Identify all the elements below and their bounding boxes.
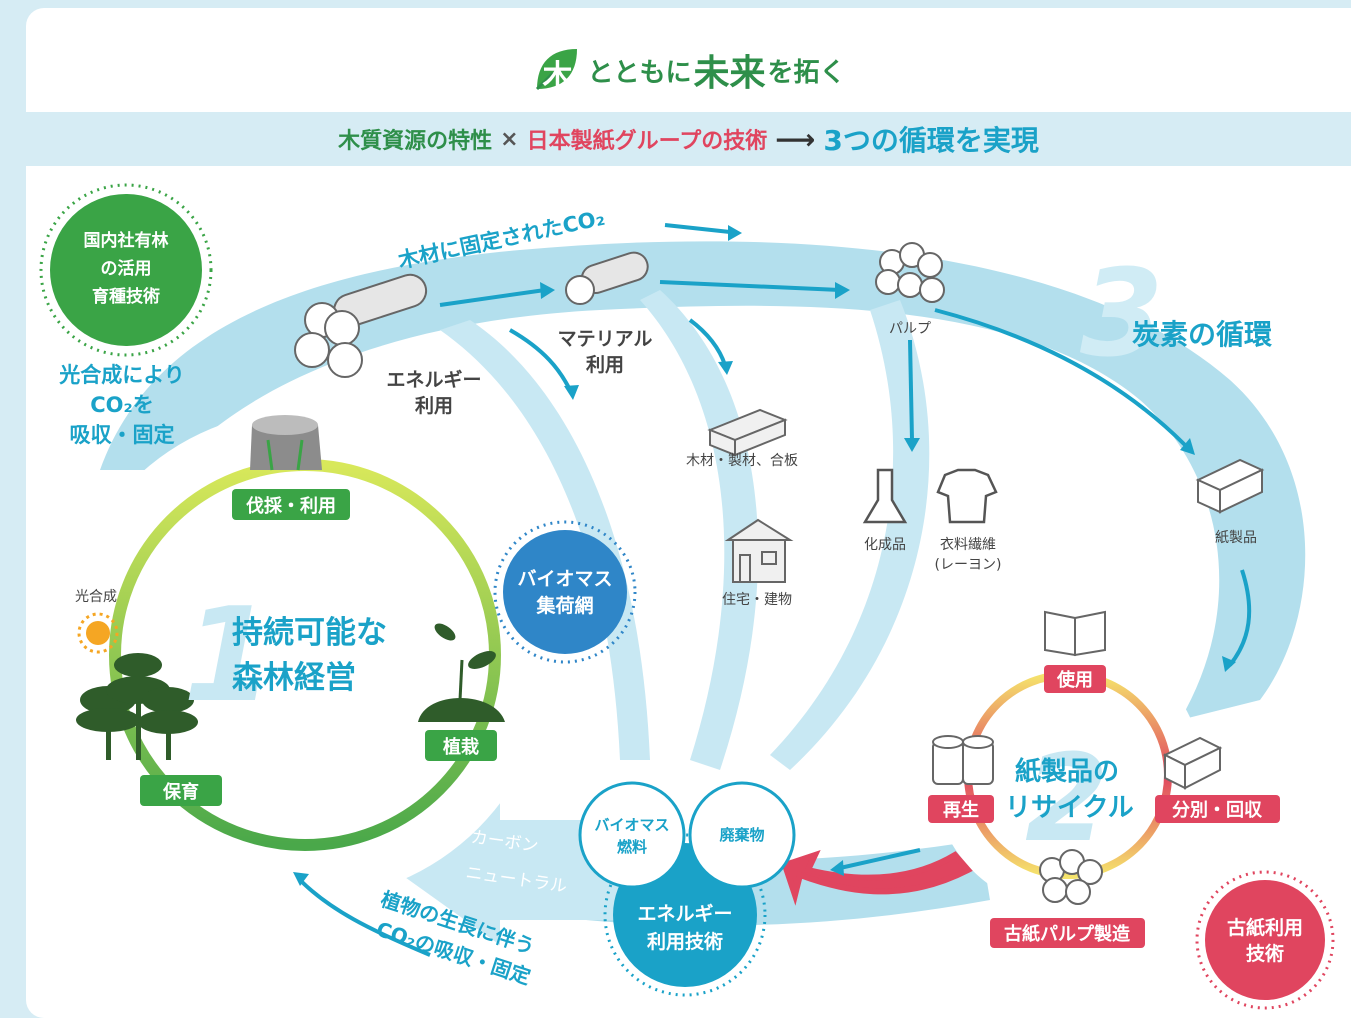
use-pill: [1044, 665, 1106, 693]
wastepaper-tech-line-1: 古紙利用: [1227, 916, 1303, 939]
photosynthesis-line-3: 吸収・固定: [70, 423, 175, 447]
use-label: 使用: [1056, 670, 1093, 691]
harvest-pill: [232, 489, 350, 520]
branch-band-2: [640, 290, 759, 770]
subtitle-resource: 木質資源の特性: [338, 129, 493, 154]
sun-icon: [77, 612, 119, 654]
biomass-fuel-line-2: 燃料: [617, 838, 647, 856]
waste-label: 廃棄物: [719, 826, 764, 844]
trees-icon: [76, 653, 198, 760]
energy-use-line-2: 利用: [415, 395, 453, 417]
page-title: 木 とともに 未来 を拓く: [26, 40, 1351, 100]
pulp-manufacture-label: 古紙パルプ製造: [1004, 923, 1130, 945]
cycle-diagram: 3 1 2 国内社有林 の活用 育種技術 光合成により CO₂を 吸収・固定 木…: [39, 183, 1335, 1010]
biomass-network-line-1: バイオマス: [517, 568, 612, 590]
energy-use-line-1: エネルギー: [386, 369, 481, 391]
title-part-1: とともに: [587, 57, 692, 88]
lumber-label: 木材・製材、合板: [686, 453, 798, 469]
shirt-icon: [936, 468, 998, 524]
photosynthesis-line-2: CO₂を: [90, 393, 153, 417]
forest-badge: [46, 190, 206, 350]
photosynthesis-line-1: 光合成により: [58, 363, 185, 387]
subtitle-result: 3つの循環を実現: [823, 124, 1039, 157]
leaf-logo-icon: 木: [531, 45, 581, 95]
clothing-line-1: 衣料繊維: [940, 537, 996, 553]
clothing-line-2: (レーヨン): [935, 557, 1002, 573]
log-pile-icon: [294, 273, 428, 378]
planting-label: 植栽: [443, 736, 479, 758]
energy-tech-line-1: エネルギー: [637, 903, 732, 925]
branch-band-1: [440, 320, 650, 760]
title-part-3: を拓く: [767, 57, 846, 88]
subtitle-arrow: ⟶: [775, 122, 816, 156]
house-icon: [724, 518, 794, 583]
subtitle-tech: 日本製紙グループの技術: [526, 129, 768, 154]
pulp-icon: [875, 242, 945, 303]
carbon-cycle-number: 3: [1080, 245, 1164, 384]
forest-cycle-title-2: 森林経営: [232, 660, 356, 696]
infographic-card: 木 とともに 未来 を拓く 木質資源の特性 × 日本製紙グループの技術 ⟶ 3つ…: [26, 8, 1351, 1018]
waste-badge: [688, 781, 796, 889]
pulp-manufacture-pill: [990, 918, 1145, 948]
pulp-label: パルプ: [889, 321, 931, 337]
regenerate-pill: [928, 795, 994, 823]
recycle-cycle-number: 2: [1025, 730, 1109, 869]
harvest-label: 伐採・利用: [246, 495, 336, 517]
biomass-network-line-2: 集荷網: [535, 594, 593, 617]
sprout-icon: [418, 623, 505, 722]
sort-pill: [1155, 795, 1280, 823]
nurture-pill: [140, 775, 222, 806]
regenerate-label: 再生: [943, 799, 979, 821]
housing-label: 住宅・建物: [722, 592, 792, 608]
nurture-label: 保育: [162, 781, 199, 803]
recycle-cycle-disc: [933, 640, 1203, 910]
single-log-icon: [565, 251, 649, 305]
recycle-title-1: 紙製品の: [1015, 756, 1119, 787]
forest-cycle-title-1: 持続可能な: [232, 615, 387, 651]
title-leaf-char: 木: [542, 59, 573, 94]
forest-cycle-number: 1: [183, 579, 273, 731]
stump-icon: [250, 415, 322, 471]
biomass-fuel-line-1: バイオマス: [594, 816, 669, 834]
carbon-cycle-label: 炭素の循環: [1132, 318, 1273, 351]
paper-products-label: 紙製品: [1215, 530, 1257, 546]
recycled-pulp-icon: [1039, 849, 1103, 905]
material-use-line-1: マテリアル: [558, 328, 653, 350]
flask-icon: [862, 468, 908, 524]
lumber-icon: [707, 408, 788, 457]
paper-rolls-icon: [932, 735, 994, 785]
subtitle-band: 木質資源の特性 × 日本製紙グループの技術 ⟶ 3つの循環を実現: [26, 112, 1351, 166]
biomass-fuel-badge: [578, 781, 686, 889]
planting-pill: [425, 730, 497, 761]
book-icon: [1044, 610, 1106, 657]
flow-arrows: [298, 223, 1252, 957]
recycle-title-2: リサイクル: [1005, 793, 1134, 823]
wastepaper-tech-badge: [1205, 880, 1325, 1000]
chemical-label: 化成品: [864, 537, 906, 553]
branch-band-3: [770, 300, 930, 770]
energy-tech-line-2: 利用技術: [647, 930, 723, 953]
sun-label: 光合成: [75, 589, 117, 605]
title-part-2: 未来: [693, 53, 766, 94]
sort-label: 分別・回収: [1172, 800, 1263, 821]
paper-stack-icon: [1195, 458, 1265, 514]
wastepaper-tech-line-2: 技術: [1246, 942, 1284, 965]
biomass-network-badge: [503, 530, 627, 654]
bundled-paper-icon: [1162, 736, 1223, 790]
forest-badge-line-1: 国内社有林: [84, 230, 169, 251]
forest-badge-line-2: の活用: [101, 258, 152, 279]
subtitle-times: ×: [500, 126, 519, 152]
forest-badge-line-3: 育種技術: [92, 286, 160, 307]
arrow-heads: [293, 225, 1236, 886]
material-use-line-2: 利用: [586, 354, 624, 376]
